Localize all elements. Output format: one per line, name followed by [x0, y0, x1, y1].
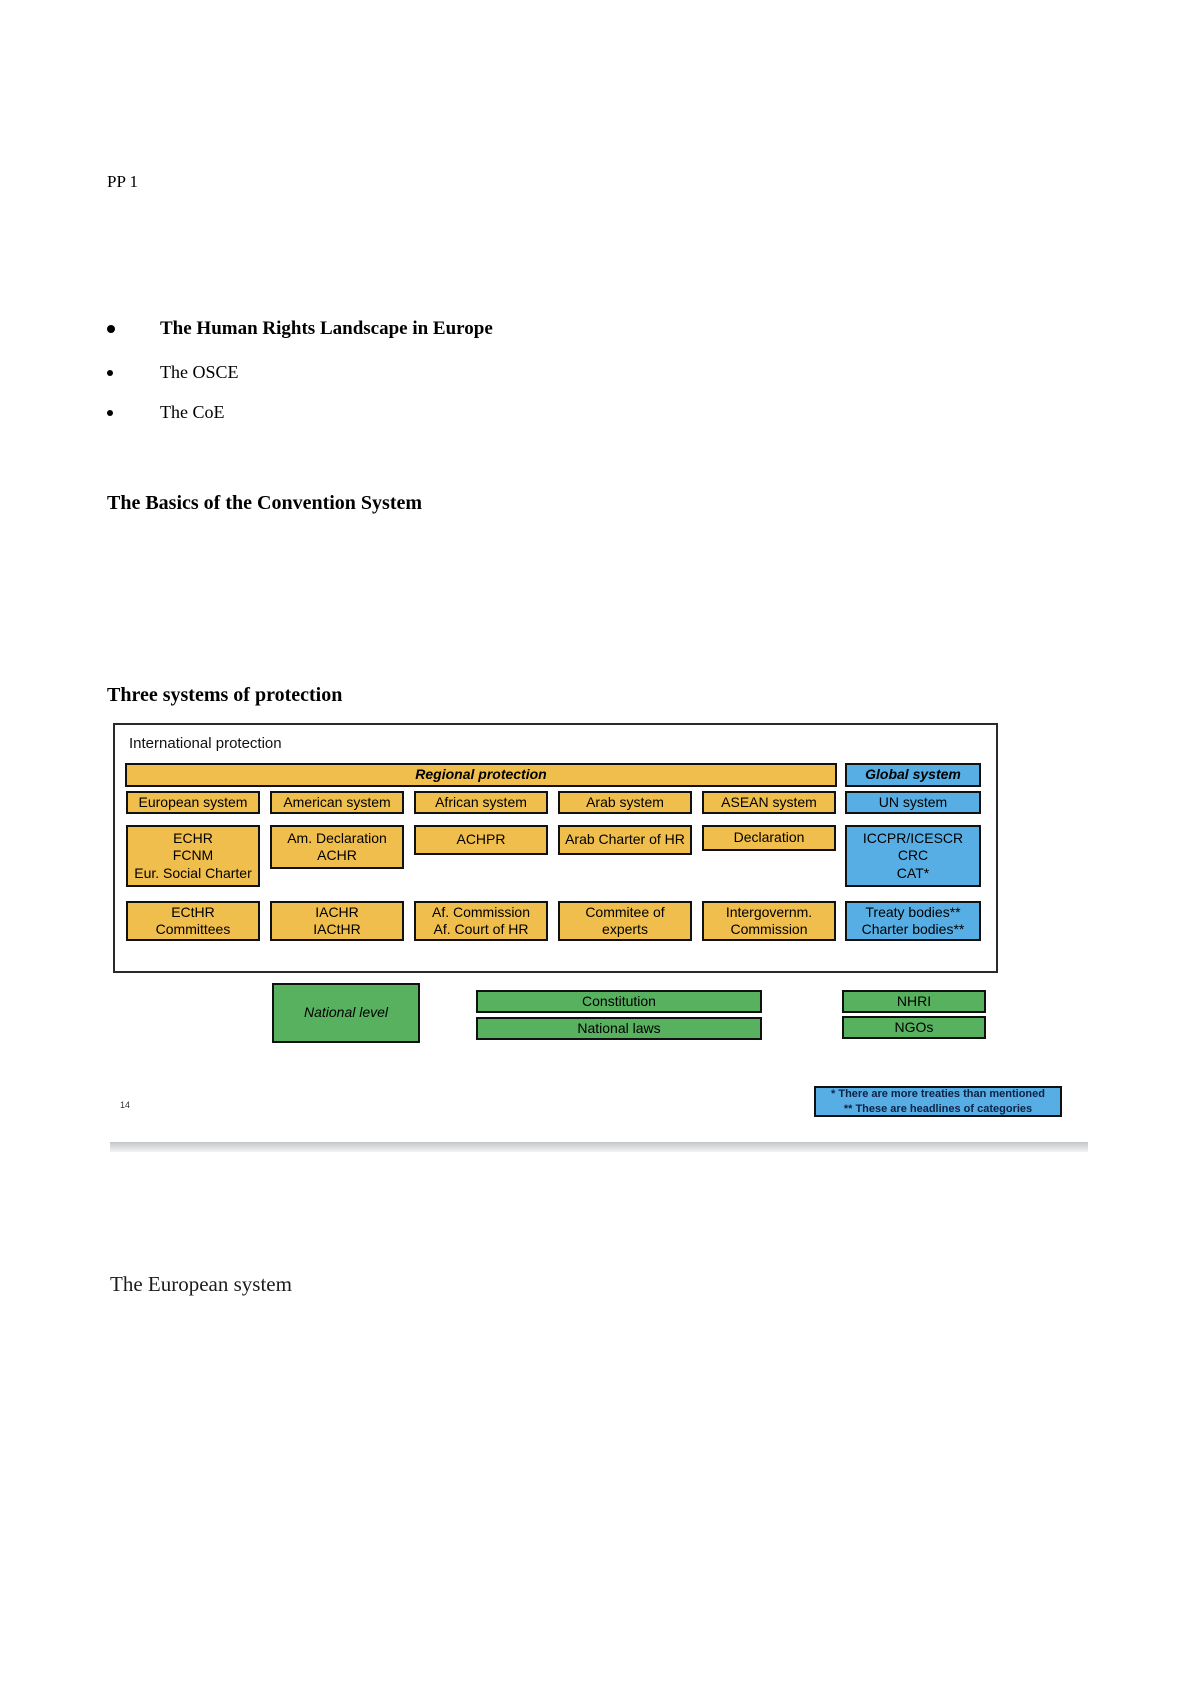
- body-line: Commitee of: [585, 903, 665, 920]
- body-line: IACtHR: [313, 921, 361, 937]
- body-line: Charter bodies**: [861, 921, 965, 937]
- national-laws-bar: National laws: [476, 1017, 762, 1040]
- closing-text: The European system: [110, 1272, 292, 1296]
- slide-bottom-bar: [110, 1142, 1088, 1152]
- instrument-line: ACHR: [317, 847, 357, 863]
- footnote-box: * There are more treaties than mentioned…: [814, 1086, 1062, 1117]
- body-line: IACHR: [315, 903, 359, 920]
- body-line: experts: [602, 921, 648, 937]
- constitution-bar: Constitution: [476, 990, 762, 1013]
- footnote-line: * There are more treaties than mentioned: [831, 1088, 1045, 1101]
- system-box-asean: ASEAN system: [702, 791, 836, 814]
- bodies-box-african: Af. Commission Af. Court of HR: [414, 901, 548, 941]
- instrument-line: ACHPR: [456, 831, 506, 848]
- instrument-line: Am. Declaration: [287, 829, 387, 846]
- instruments-box-american: Am. Declaration ACHR: [270, 825, 404, 869]
- bullet-marker-icon: [107, 409, 113, 416]
- instruments-box-european: ECHR FCNM Eur. Social Charter: [126, 825, 260, 887]
- instruments-box-african: ACHPR: [414, 825, 548, 855]
- footnote-line: ** These are headlines of categories: [843, 1102, 1033, 1115]
- instrument-line: CAT*: [896, 864, 930, 881]
- body-line: ECtHR: [171, 903, 215, 920]
- body-line: Commission: [730, 921, 808, 937]
- body-line: Intergovernm.: [725, 903, 813, 920]
- bullet-text: The OSCE: [160, 362, 239, 382]
- body-line: Treaty bodies**: [865, 903, 961, 920]
- international-protection-box: International protection Regional protec…: [113, 723, 998, 973]
- bodies-box-arab: Commitee of experts: [558, 901, 692, 941]
- bodies-box-american: IACHR IACtHR: [270, 901, 404, 941]
- instrument-line: FCNM: [172, 847, 214, 864]
- ngos-bar: NGOs: [842, 1016, 986, 1039]
- instrument-line: ICCPR/ICESCR: [862, 829, 964, 846]
- bodies-box-european: ECtHR Committees: [126, 901, 260, 941]
- system-box-un: UN system: [845, 791, 981, 814]
- bodies-box-asean: Intergovernm. Commission: [702, 901, 836, 941]
- instrument-line: Declaration: [733, 829, 805, 846]
- slide-page-number: 14: [120, 1100, 131, 1110]
- bullet-marker-icon: [107, 369, 113, 376]
- national-level-box: National level: [272, 983, 420, 1043]
- instruments-box-arab: Arab Charter of HR: [558, 825, 692, 855]
- instrument-line: CRC: [897, 847, 929, 864]
- instrument-line: Eur. Social Charter: [134, 864, 252, 881]
- instrument-line: Arab Charter of HR: [565, 831, 685, 848]
- diagram-heading: Three systems of protection: [107, 684, 343, 706]
- bullet-text: The CoE: [160, 402, 225, 422]
- body-line: Committees: [155, 921, 231, 937]
- instrument-line: ECHR: [173, 829, 213, 846]
- body-line: Af. Court of HR: [433, 921, 529, 937]
- instruments-box-un: ICCPR/ICESCR CRC CAT*: [845, 825, 981, 887]
- doc-label: PP 1: [107, 172, 139, 191]
- body-line: Af. Commission: [431, 903, 531, 920]
- system-box-american: American system: [270, 791, 404, 814]
- nhri-bar: NHRI: [842, 990, 986, 1013]
- instruments-box-asean: Declaration: [702, 825, 836, 851]
- bullet-text: The Human Rights Landscape in Europe: [160, 318, 493, 339]
- regional-protection-banner: Regional protection: [125, 763, 837, 787]
- system-box-african: African system: [414, 791, 548, 814]
- system-box-arab: Arab system: [558, 791, 692, 814]
- global-system-banner: Global system: [845, 763, 981, 787]
- international-protection-label: International protection: [129, 735, 282, 752]
- bullet-item: The OSCE: [107, 362, 239, 383]
- bullet-item: The CoE: [107, 402, 225, 423]
- section-heading: The Basics of the Convention System: [107, 492, 423, 514]
- bullet-marker-icon: [107, 325, 115, 333]
- system-box-european: European system: [126, 791, 260, 814]
- bodies-box-un: Treaty bodies** Charter bodies**: [845, 901, 981, 941]
- bullet-item: The Human Rights Landscape in Europe: [107, 318, 493, 340]
